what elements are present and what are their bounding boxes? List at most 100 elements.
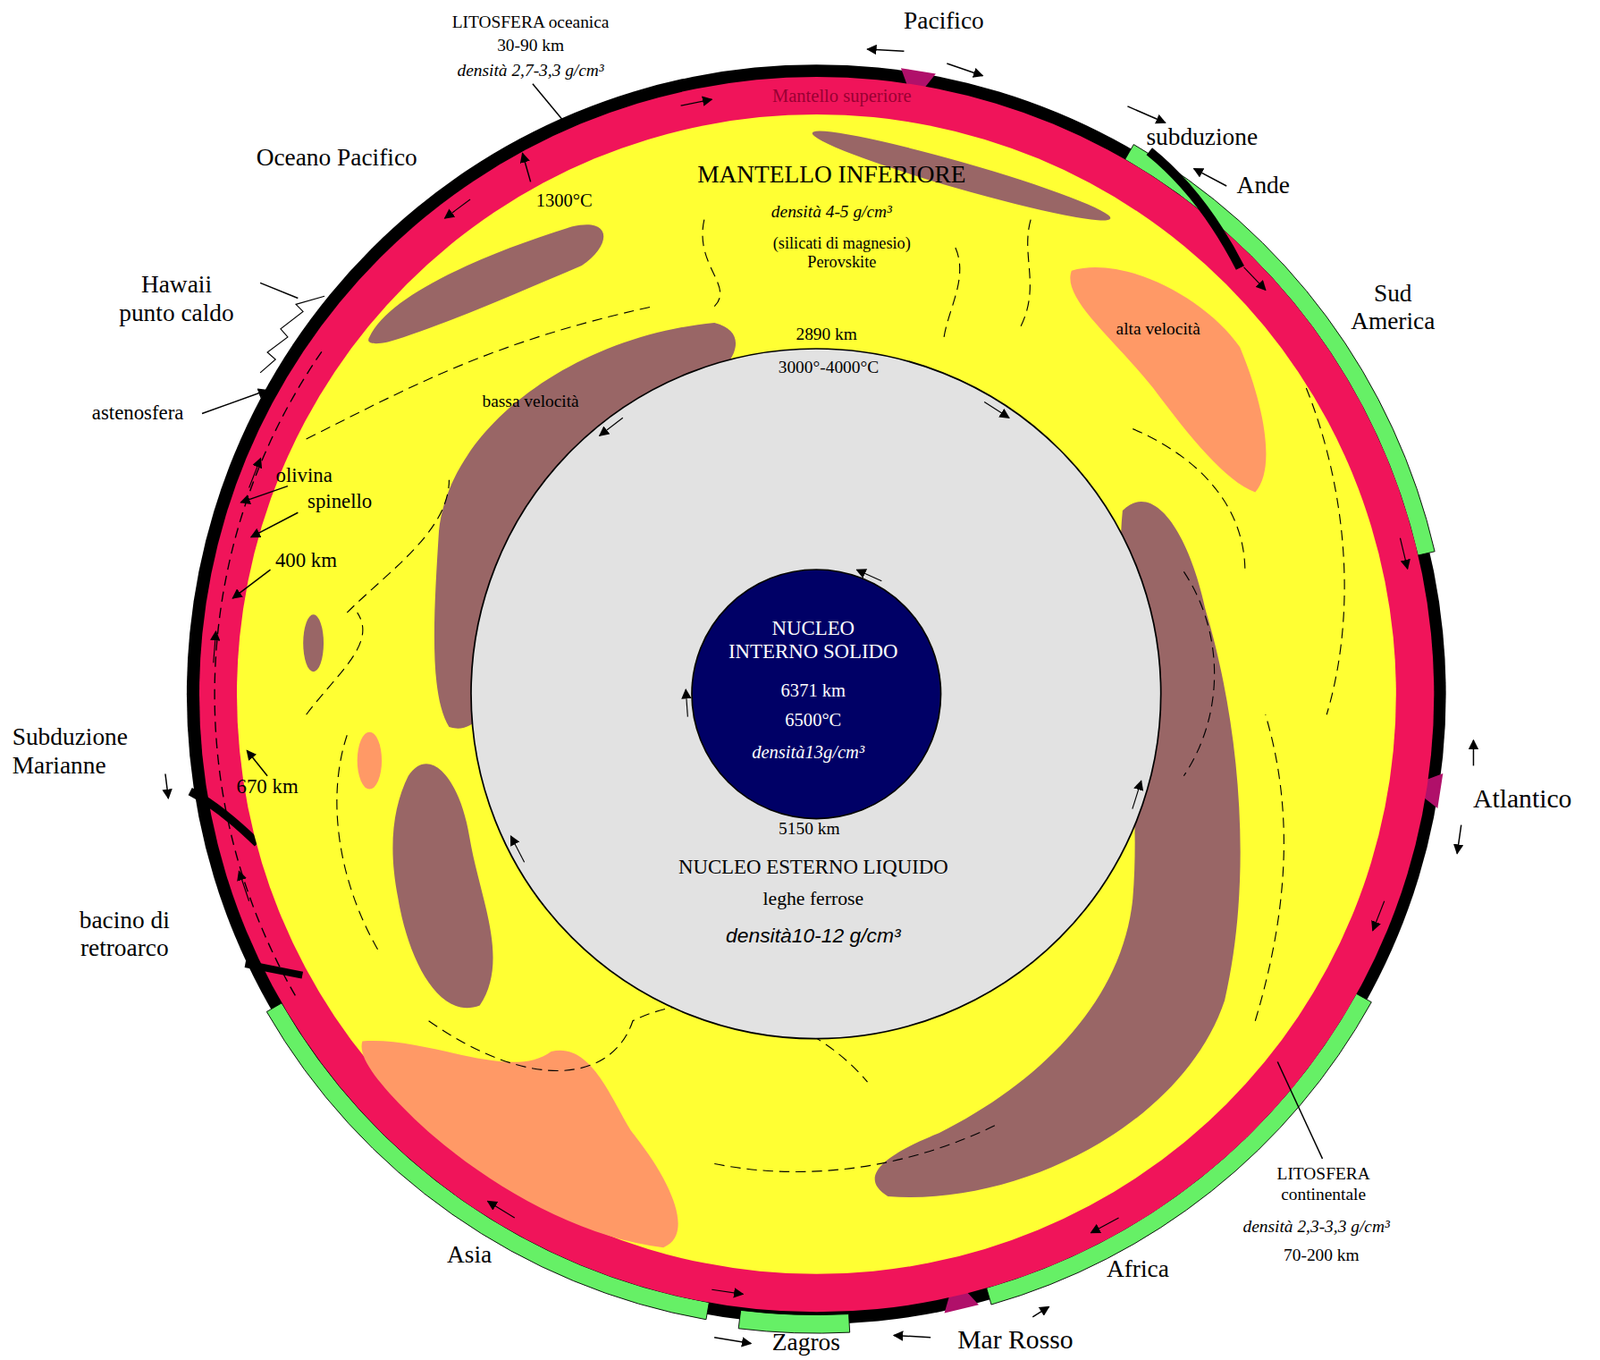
region-label: LITOSFERA oceanica: [452, 12, 610, 33]
layer-text: (silicati di magnesio) Perovskite: [744, 234, 939, 272]
region-label: 1300°C: [536, 190, 593, 212]
upper-mantle-band: Mantello superioreMANTELLO INFERIOREdens…: [199, 76, 1434, 1312]
layer-fill: [691, 569, 942, 819]
flow-arrow: [1132, 781, 1142, 809]
layer-text: NUCLEO ESTERNO LIQUIDO: [678, 855, 949, 879]
leader-line: [246, 749, 268, 776]
region-label: 70-200 km: [1283, 1245, 1360, 1265]
convection-line: [1305, 387, 1345, 715]
back-arc-slab: [244, 963, 303, 976]
region-label: bassa velocità: [481, 390, 579, 411]
convection-line: [305, 305, 653, 438]
region-label: densità 2,7-3,3 g/cm³: [457, 60, 605, 81]
flow-arrow: [238, 870, 249, 902]
flow-arrow: [856, 569, 882, 581]
region-label: Zagros: [772, 1329, 841, 1357]
convection-line: [943, 244, 960, 337]
flow-arrow: [1090, 1217, 1119, 1233]
flow-arrow: [444, 199, 470, 219]
layer-text: MANTELLO INFERIORE: [697, 161, 966, 190]
region-label: 670 km: [236, 774, 299, 799]
layer-text: NUCLEO INTERNO SOLIDO: [725, 616, 902, 665]
lower-mantle-region: MANTELLO INFERIORE densità 4-5 g/cm³ (sili…: [236, 114, 1397, 1274]
motion-arrow: [165, 774, 169, 799]
convection-line: [1254, 714, 1284, 1020]
region-label: 3000°-4000°C: [778, 357, 879, 378]
flow-arrow: [1243, 266, 1265, 290]
motion-arrow: [1473, 740, 1474, 767]
region-label: Africa: [1106, 1254, 1170, 1283]
motion-arrow: [1456, 825, 1462, 854]
motion-arrow: [714, 1337, 751, 1344]
region-label: Asia: [446, 1240, 492, 1269]
region-label: astenosfera: [92, 401, 185, 425]
convection-line: [336, 734, 379, 950]
layer-text: 6500°C: [784, 709, 842, 732]
region-label: olivina: [275, 463, 332, 488]
convection-line: [1183, 571, 1214, 775]
convection-line: [702, 218, 721, 306]
motion-arrow: [1194, 168, 1228, 186]
convection-line: [1020, 218, 1031, 327]
motion-arrow: [1127, 106, 1165, 123]
motion-arrow: [867, 49, 904, 51]
region-label: 400 km: [275, 548, 337, 573]
flow-arrow: [487, 1200, 514, 1217]
region-label: LITOSFERA continentale: [1252, 1163, 1396, 1205]
oceanic-lithosphere: [186, 64, 1447, 1324]
region-label: densità 2,3-3,3 g/cm³: [1243, 1216, 1390, 1237]
hot-spot-plume: [260, 295, 325, 373]
region-label: Sud America: [1335, 278, 1450, 336]
flow-arrow: [985, 402, 1011, 419]
region-label: Oceano Pacifico: [256, 143, 418, 172]
leader-line: [251, 512, 299, 537]
region-label: bacino di retroarco: [67, 905, 181, 962]
layer-text: densità 4-5 g/cm³: [771, 202, 893, 222]
slab-remnant: [368, 224, 604, 344]
region-label: Mar Rosso: [957, 1323, 1073, 1355]
leader-line: [532, 84, 564, 121]
layer-text: leghe ferrose: [763, 886, 865, 910]
motion-arrow: [946, 63, 983, 76]
outer-core-circle: NUCLEO ESTERNO LIQUIDO leghe ferrose densi…: [471, 348, 1162, 1039]
flow-arrow: [1399, 537, 1407, 568]
flow-arrow: [212, 631, 216, 663]
leader-line: [522, 152, 531, 182]
flow-arrow: [711, 1288, 743, 1294]
leader-line: [1277, 1061, 1323, 1158]
region-label: 5150 km: [778, 818, 840, 839]
region-label: Subduzione Marianne: [12, 723, 135, 780]
layer-fill: [199, 76, 1434, 1312]
region-label: 30-90 km: [496, 35, 565, 56]
leader-line: [232, 569, 270, 598]
motion-arrow: [893, 1334, 931, 1337]
inner-core-circle: NUCLEO INTERNO SOLIDO6371 km6500°Cdensit…: [691, 569, 942, 819]
flow-arrow: [685, 689, 688, 716]
high-velocity-zone: [361, 1040, 678, 1247]
convection-line: [714, 1122, 1001, 1172]
layer-fill: [236, 114, 1397, 1274]
slab-remnant: [303, 614, 324, 672]
motion-arrow: [1032, 1305, 1049, 1316]
region-label: Atlantico: [1473, 783, 1572, 814]
leader-line: [260, 282, 298, 298]
flow-arrow: [1372, 900, 1384, 930]
layer-text: densità13g/cm³: [751, 742, 865, 765]
leader-line: [240, 486, 288, 503]
layer-text: densità10-12 g/cm³: [725, 923, 901, 947]
region-label: subduzione: [1145, 123, 1258, 152]
flow-arrow: [680, 99, 712, 106]
layer-fill: [471, 348, 1162, 1039]
convection-line: [1132, 428, 1246, 572]
high-velocity-zone: [357, 731, 382, 789]
convection-line: [305, 612, 363, 715]
region-label: 2890 km: [795, 324, 857, 345]
flow-arrow: [599, 418, 624, 437]
leader-line: [202, 389, 268, 413]
high-velocity-zone: [1069, 267, 1266, 492]
flow-arrow: [511, 835, 525, 862]
region-label: Ande: [1237, 171, 1290, 200]
slab-remnant: [392, 763, 493, 1008]
flow-arrow: [248, 457, 261, 488]
